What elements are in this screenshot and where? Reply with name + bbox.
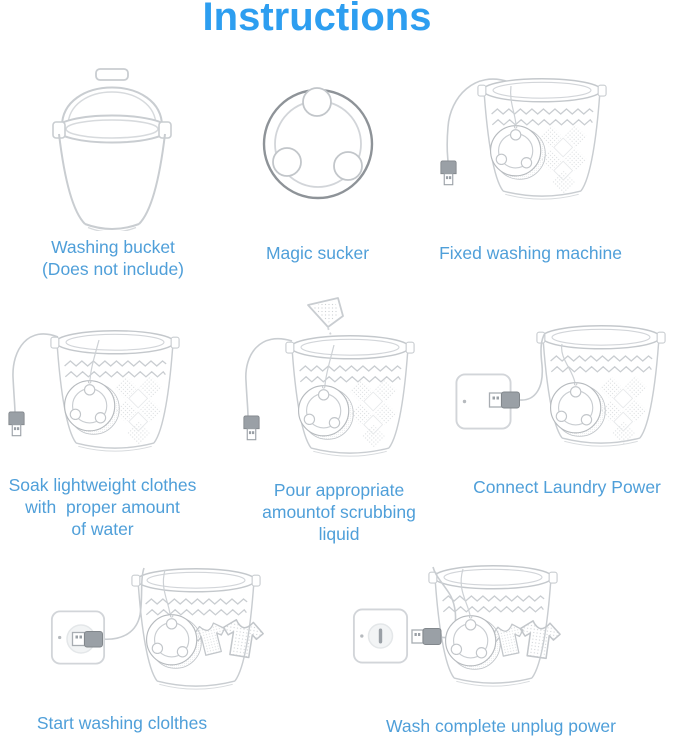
detergent-cup-icon	[307, 297, 344, 344]
usb-cable	[12, 333, 59, 414]
hanger-string	[89, 339, 100, 381]
hanger-string	[561, 343, 576, 384]
hanger-string	[324, 344, 335, 386]
tshirt-icon	[218, 617, 266, 660]
tshirt-icon	[515, 618, 563, 661]
washing-disc-icon	[298, 385, 354, 440]
usb-plug-icon	[8, 411, 25, 437]
soak-clothes-illustration	[8, 330, 180, 452]
pour-stream	[327, 327, 335, 344]
washing-disc-icon	[64, 380, 120, 435]
step-caption: Connect Laundry Power	[473, 477, 661, 497]
connect-power-illustration	[455, 325, 666, 447]
power-button-icon	[367, 623, 394, 649]
usb-plug-icon	[66, 624, 103, 654]
fixed-washing-machine-illustration	[440, 78, 607, 200]
washing-bucket-illustration	[52, 68, 172, 231]
usb-plug-icon	[411, 628, 442, 645]
step-caption: Wash complete unplug power	[386, 716, 616, 736]
bucket-ornament-pattern	[113, 375, 163, 446]
usb-cable	[446, 78, 510, 163]
pour-liquid-illustration	[243, 297, 415, 457]
step-caption: Washing bucket (Does not include)	[41, 237, 185, 279]
usb-cable	[245, 338, 293, 418]
hanger-string	[162, 569, 171, 615]
bucket-ornament-pattern	[598, 375, 648, 446]
unplug-power-illustration	[352, 565, 563, 687]
step-caption: Start washing clolthes	[36, 713, 208, 733]
usb-plug-icon	[243, 415, 260, 441]
usb-cable	[519, 332, 546, 401]
hanger-string	[460, 568, 471, 616]
step-caption: Magic sucker	[265, 243, 370, 263]
hanger-string	[510, 85, 517, 126]
magic-sucker-illustration	[262, 86, 374, 200]
washing-disc-icon	[445, 615, 501, 670]
usb-plug-icon	[440, 160, 457, 186]
bucket-with-handle-icon	[52, 68, 172, 231]
start-washing-illustration	[50, 567, 266, 690]
washing-disc-icon	[550, 382, 606, 437]
step-caption: Fixed washing machine	[439, 243, 622, 263]
step-caption: Pour appropriate amountof scrubbing liqu…	[262, 480, 416, 544]
washing-disc-icon	[490, 125, 546, 180]
usb-plug-icon	[488, 391, 520, 409]
bucket-ornament-pattern	[538, 124, 588, 195]
step-caption: Soak lightweight clothes with proper amo…	[8, 475, 197, 539]
suction-disc-icon	[262, 86, 374, 200]
bucket-ornament-pattern	[348, 378, 398, 449]
page-title: Instructions	[202, 0, 432, 39]
washing-disc-icon	[146, 614, 202, 669]
usb-cable	[100, 567, 145, 640]
